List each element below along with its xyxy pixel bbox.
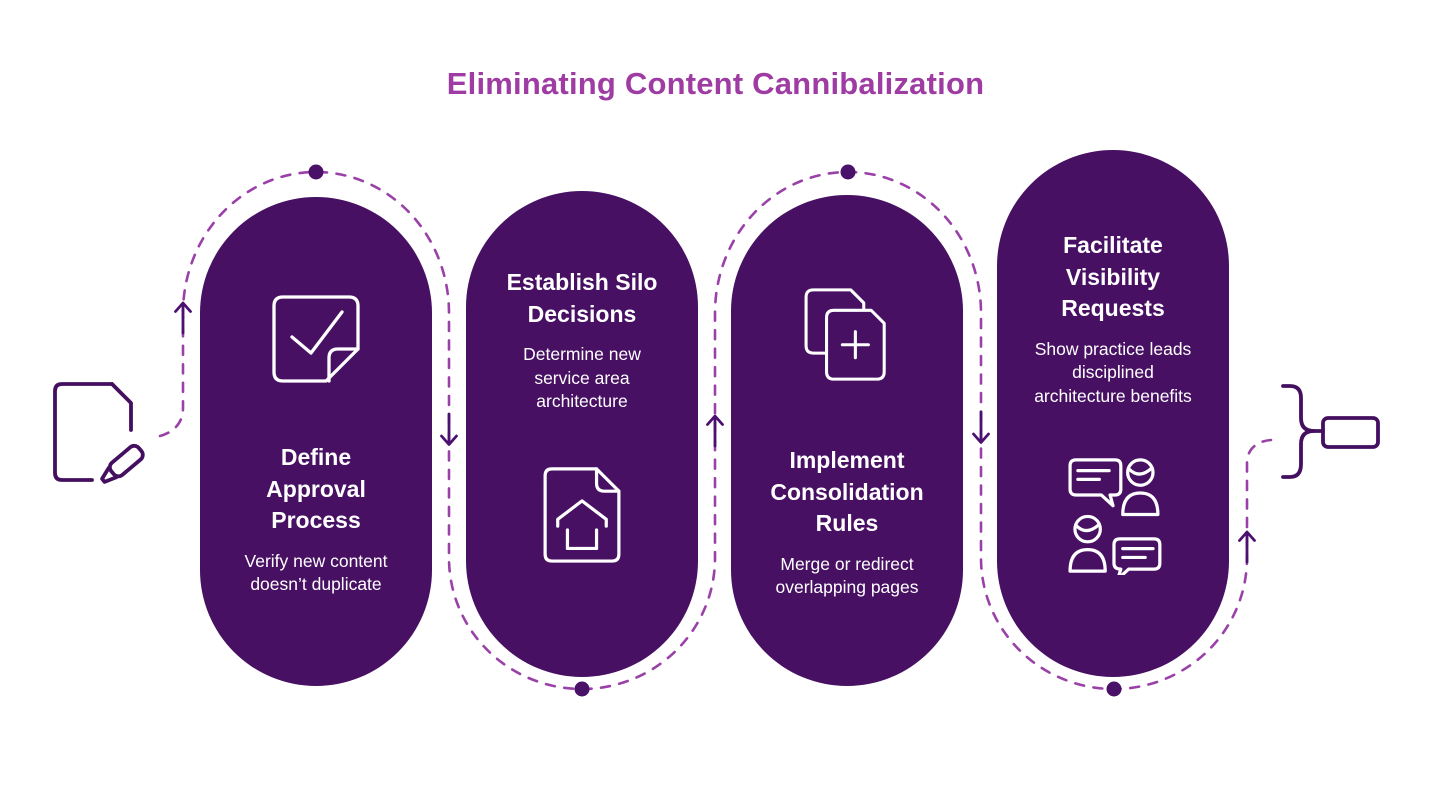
step-card-establish-silo-decisions: Establish Silo Decisions Determine new s… [466,191,698,677]
step-card-implement-consolidation-rules: Implement Consolidation Rules Merge or r… [731,195,963,686]
brace-merge-icon [1281,384,1380,479]
flow-dot [574,681,590,697]
arrow-up-icon [174,301,192,335]
arrow-down-icon [972,410,990,444]
step-card-facilitate-visibility-requests: Facilitate Visibility Requests Show prac… [997,150,1229,677]
step-card-define-approval-process: Define Approval Process Verify new conte… [200,197,432,686]
step-title: Facilitate Visibility Requests [1061,232,1165,321]
step-title: Define Approval Process [266,444,366,533]
arrow-down-icon [440,412,458,446]
note-check-icon [272,295,360,383]
step-description: Merge or redirect overlapping pages [775,553,919,598]
doc-home-icon [543,467,621,563]
step-description: Determine new service area architecture [523,344,641,412]
arrow-up-icon [706,414,724,448]
people-chat-icon [1068,458,1162,576]
step-title: Establish Silo Decisions [506,269,658,327]
page-title: Eliminating Content Cannibalization [446,66,985,101]
step-title: Implement Consolidation Rules [770,447,924,536]
step-description: Show practice leads disciplined architec… [1034,338,1192,406]
flow-dot [1106,681,1122,697]
flow-dot [308,164,324,180]
document-pen-icon [53,382,145,484]
step-description: Verify new content doesn’t duplicate [244,550,388,595]
pages-plus-icon [804,288,886,381]
flow-dot [840,164,856,180]
arrow-up-icon [1238,530,1256,564]
